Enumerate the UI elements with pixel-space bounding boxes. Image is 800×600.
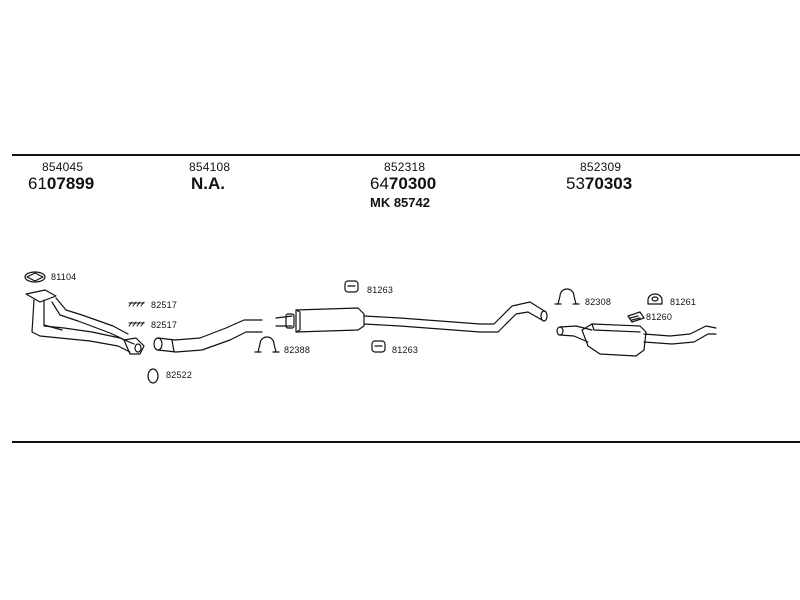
- header-middle-silencer: 852318 6470300 MK 85742: [370, 160, 436, 210]
- clamp-icon: [254, 336, 280, 353]
- label-82388: 82388: [284, 345, 311, 355]
- rubber-mount-icon: [344, 280, 359, 293]
- ring-icon: [147, 368, 159, 384]
- mounting-kit-text: MK 85742: [370, 195, 430, 210]
- rubber-mount-icon: [647, 293, 663, 305]
- top-rule: [12, 154, 800, 156]
- gasket-icon: [24, 271, 46, 283]
- part-number: 854108: [189, 160, 231, 174]
- label-81263-lower: 81263: [392, 345, 419, 355]
- label-82308: 82308: [585, 297, 612, 307]
- label-81261: 81261: [670, 297, 697, 307]
- label-81104: 81104: [51, 272, 77, 282]
- header-rear-silencer: 852309 5370303: [566, 160, 632, 194]
- intermediate-pipe-drawing: [153, 319, 263, 353]
- label-81260: 81260: [646, 312, 673, 322]
- price-code: 5370303: [566, 174, 633, 193]
- not-available-text: N.A.: [191, 174, 225, 193]
- header-intermediate-pipe: 854108 N.A.: [189, 160, 230, 194]
- bolt-set-icon: [128, 321, 145, 327]
- rear-silencer-drawing: [556, 323, 717, 357]
- label-82522: 82522: [166, 370, 193, 380]
- part-number: 852318: [384, 160, 426, 174]
- header-front-pipe: 854045 6107899: [28, 160, 94, 194]
- label-82517-upper: 82517: [151, 300, 178, 310]
- label-81263-upper: 81263: [367, 285, 394, 295]
- rubber-mount-icon: [371, 340, 386, 353]
- middle-silencer-drawing: [275, 301, 548, 333]
- bottom-rule: [12, 441, 800, 443]
- part-number: 852309: [580, 160, 622, 174]
- price-code: 6107899: [28, 174, 95, 193]
- clamp-icon: [554, 288, 580, 305]
- label-82517-lower: 82517: [151, 320, 178, 330]
- bracket-icon: [627, 311, 645, 323]
- part-number: 854045: [42, 160, 84, 174]
- price-code: 6470300: [370, 174, 437, 193]
- front-pipe-drawing: [25, 289, 145, 355]
- bolt-set-icon: [128, 301, 145, 307]
